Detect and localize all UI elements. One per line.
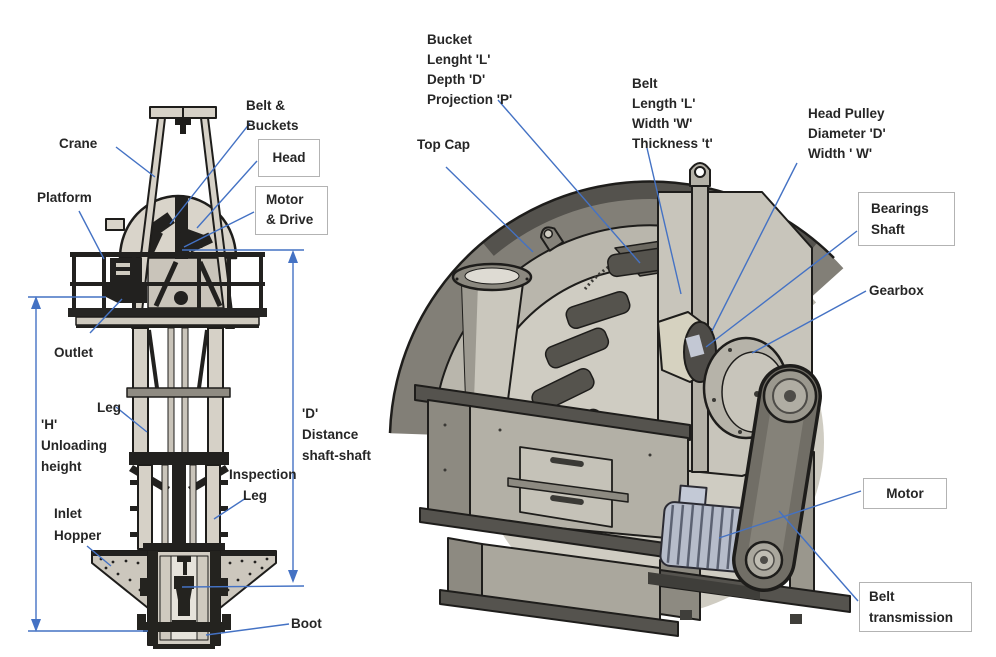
outlet-art bbox=[104, 258, 147, 303]
label-platform: Platform bbox=[37, 190, 92, 205]
leg-art bbox=[126, 327, 231, 455]
label-distance-shaft-shaft: 'D' Distance shaft-shaft bbox=[302, 406, 372, 463]
label-top-cap: Top Cap bbox=[417, 137, 470, 152]
label-bucket-dimensions: Bucket Lenght 'L' Depth 'D' Projection '… bbox=[427, 32, 513, 107]
inlet-hopper-boot-art bbox=[91, 543, 277, 649]
label-unloading-height: 'H' Unloading height bbox=[41, 417, 107, 474]
label-inlet-hopper: Inlet Hopper bbox=[54, 506, 102, 543]
label-leg: Leg bbox=[97, 400, 122, 415]
label-crane: Crane bbox=[59, 136, 98, 151]
bearings-gearbox-art bbox=[657, 311, 790, 440]
inspection-leg-art bbox=[129, 452, 229, 550]
dimension-lines bbox=[28, 249, 305, 632]
leader-lines bbox=[78, 99, 867, 636]
label-head-box: Head bbox=[258, 139, 320, 177]
label-belt-transmission-box: Belt transmission bbox=[859, 582, 972, 632]
label-inspection-leg: Inspection Leg bbox=[229, 467, 297, 503]
head-section-3d-art bbox=[388, 162, 851, 637]
belt-transmission-art bbox=[732, 364, 822, 592]
label-gearbox: Gearbox bbox=[869, 283, 924, 298]
label-motor-drive-box: Motor & Drive bbox=[255, 186, 328, 235]
label-bearings-shaft-box: Bearings Shaft bbox=[858, 192, 955, 246]
lifting-lug-icon bbox=[540, 226, 565, 252]
label-outlet: Outlet bbox=[54, 345, 93, 360]
label-motor-box: Motor bbox=[863, 478, 947, 509]
label-head-pulley: Head Pulley Diameter 'D' Width ' W' bbox=[808, 106, 886, 161]
label-belt-dimensions: Belt Length 'L' Width 'W' Thickness 't' bbox=[632, 76, 713, 151]
label-belt-buckets: Belt & Buckets bbox=[246, 98, 299, 133]
elevator-schematic-art bbox=[68, 106, 277, 649]
label-boot: Boot bbox=[291, 616, 322, 631]
